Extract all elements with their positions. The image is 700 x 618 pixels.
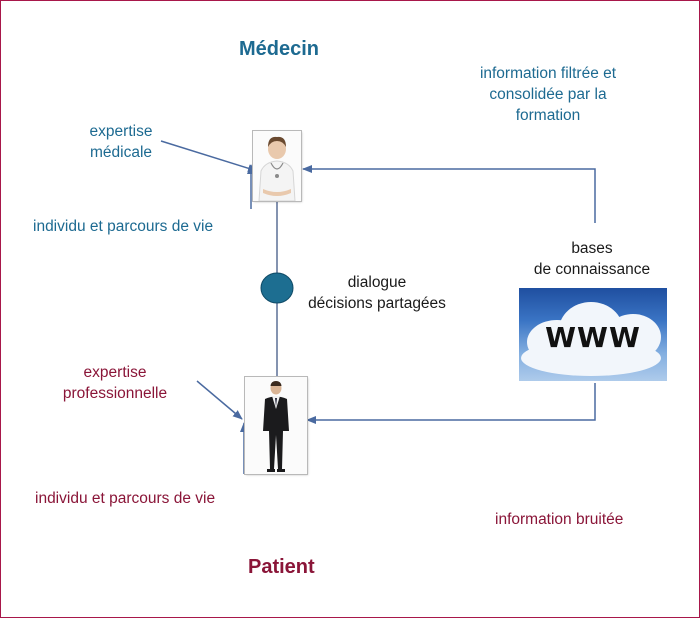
medecin-expertise-label: expertise médicale	[89, 123, 153, 161]
arrow-medecin-expertise	[160, 140, 258, 173]
doctor-icon	[253, 131, 301, 202]
arrow-knowledge-to-patient	[306, 383, 596, 424]
knowledge-web-image: WWW	[519, 288, 667, 381]
dialogue-node	[260, 272, 294, 304]
info-filtree-label: information filtrée et consolidée par la…	[479, 65, 617, 124]
patient-expertise-label: expertise professionnelle	[62, 364, 168, 402]
arrow-patient-expertise	[196, 380, 243, 420]
doctor-photo	[253, 131, 301, 202]
businessman-icon	[245, 377, 307, 474]
www-label: WWW	[545, 321, 641, 354]
dialogue-label: dialogue décisions partagées	[308, 274, 446, 312]
medecin-individu-label: individu et parcours de vie	[33, 218, 214, 235]
patient-individu-label: individu et parcours de vie	[35, 490, 216, 507]
bases-label: bases de connaissance	[533, 240, 651, 278]
patient-title: Patient	[248, 556, 315, 578]
arrow-knowledge-to-medecin	[302, 165, 596, 223]
medecin-title: Médecin	[239, 38, 320, 60]
patient-photo	[245, 377, 307, 474]
info-bruitee-label: information bruitée	[495, 511, 624, 528]
